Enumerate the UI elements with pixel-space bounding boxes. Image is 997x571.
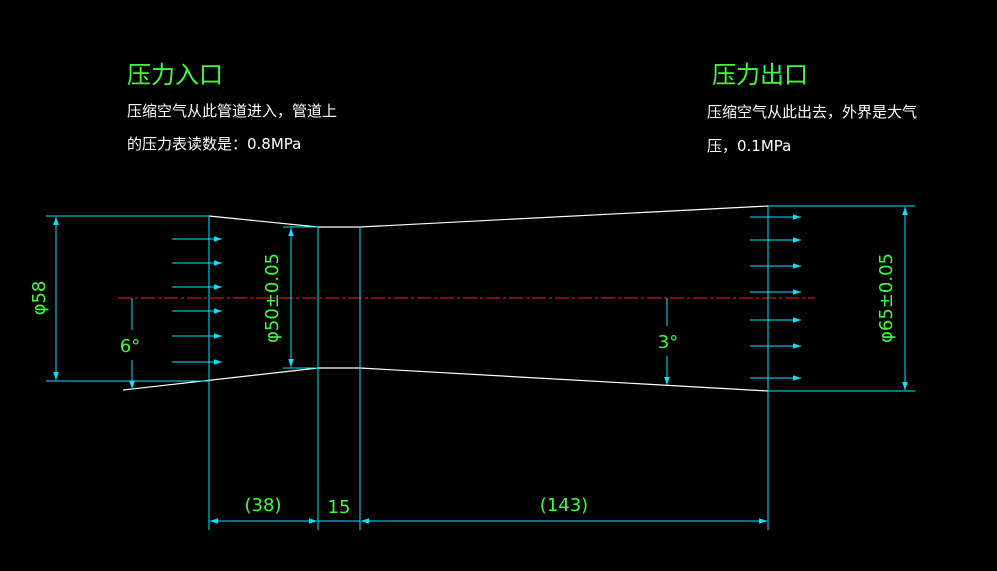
inlet-angle-dimension: 6° bbox=[120, 298, 140, 389]
outlet-flow-arrows bbox=[750, 214, 801, 381]
outlet-length-dimension: (143) bbox=[361, 495, 767, 524]
inlet-diameter-dimension: φ58 bbox=[29, 217, 59, 380]
inlet-flow-arrows bbox=[172, 236, 222, 365]
outlet-title: 压力出口 bbox=[712, 61, 808, 89]
inlet-angle-label: 6° bbox=[120, 336, 140, 357]
diffuser-top-edge bbox=[359, 205, 769, 228]
inlet-cone-top-edge bbox=[208, 215, 319, 228]
inlet-title: 压力入口 bbox=[127, 61, 223, 89]
throat-diameter-dimension: φ50±0.05 bbox=[262, 228, 294, 367]
inlet-desc-line2: 的压力表读数是：0.8MPa bbox=[127, 135, 301, 153]
nozzle-outline bbox=[122, 205, 769, 392]
throat-length-dimension: 15 bbox=[318, 497, 360, 522]
outlet-diameter-dimension: φ65±0.05 bbox=[876, 207, 908, 390]
outlet-diameter-label: φ65±0.05 bbox=[876, 253, 897, 343]
inlet-cone-bottom-edge bbox=[122, 367, 319, 391]
diffuser-bottom-edge bbox=[359, 367, 769, 392]
inlet-diameter-label: φ58 bbox=[29, 281, 50, 316]
outlet-desc-line1: 压缩空气从此出去，外界是大气 bbox=[707, 103, 917, 121]
inlet-length-label: (38) bbox=[245, 495, 282, 516]
outlet-length-label: (143) bbox=[540, 495, 588, 516]
throat-length-label: 15 bbox=[328, 497, 351, 518]
outlet-desc-line2: 压，0.1MPa bbox=[707, 137, 791, 155]
throat-diameter-label: φ50±0.05 bbox=[262, 253, 283, 343]
outlet-angle-label: 3° bbox=[658, 332, 678, 353]
extension-lines bbox=[46, 205, 915, 530]
inlet-length-dimension: (38) bbox=[210, 495, 317, 524]
outlet-angle-dimension: 3° bbox=[658, 298, 678, 385]
inlet-desc-line1: 压缩空气从此管道进入，管道上 bbox=[127, 102, 337, 120]
